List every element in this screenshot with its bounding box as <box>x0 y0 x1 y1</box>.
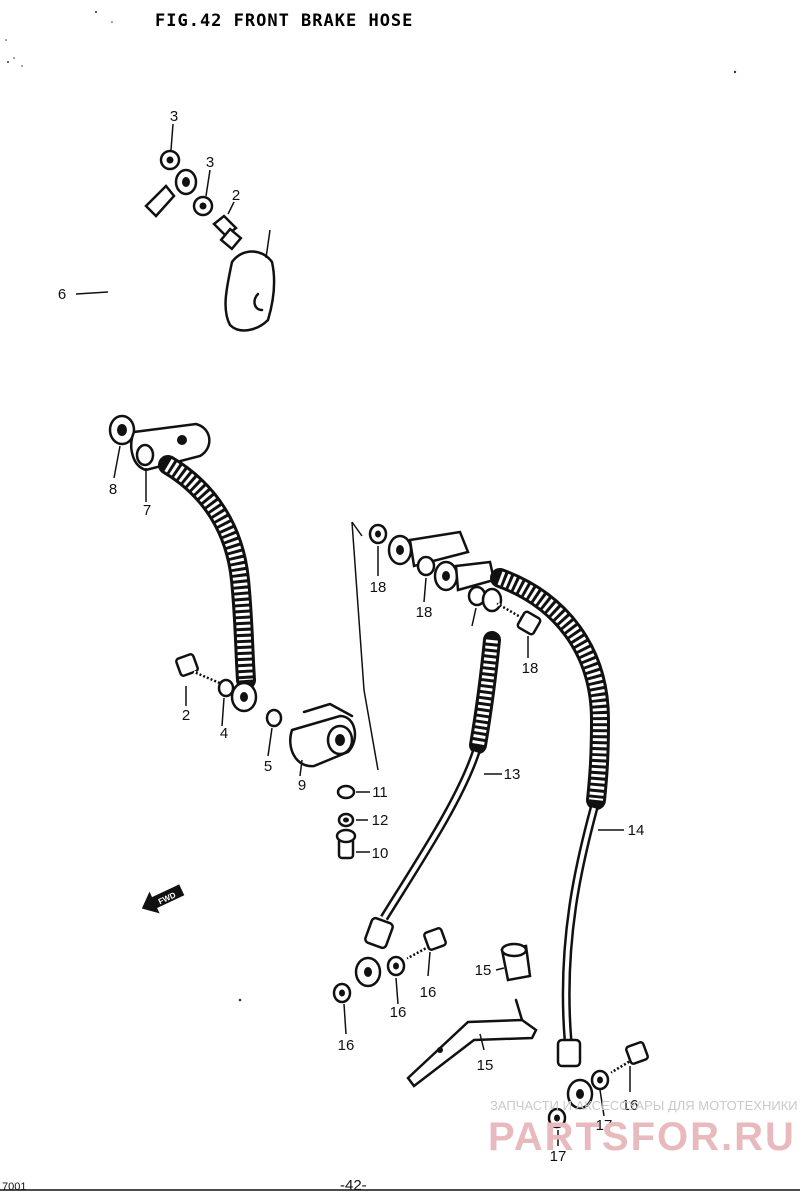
part-label: 14 <box>628 822 645 839</box>
part-label: 16 <box>420 984 437 1001</box>
ribbed-hose-upper <box>158 455 283 728</box>
part-label: 3 <box>206 154 214 171</box>
watermark-tagline: ЗАПЧАСТИ И АКСЕССУАРЫ ДЛЯ МОТОТЕХНИКИ <box>490 1098 798 1113</box>
part-labels: 3 3 2 6 8 7 2 4 5 9 11 12 10 18 18 18 13… <box>58 108 645 1165</box>
leader-lines <box>75 123 631 1146</box>
part-label: 18 <box>522 660 539 677</box>
hose-4-assembly <box>88 149 276 430</box>
hose-clip-14 <box>500 942 532 982</box>
upper-banjo-group <box>368 523 542 636</box>
part-label: 16 <box>338 1037 355 1054</box>
part-label: 10 <box>372 845 389 862</box>
part-label: 3 <box>170 108 178 125</box>
part-label: 17 <box>550 1148 567 1165</box>
forward-arrow-label: FWD <box>157 890 178 906</box>
scan-specks <box>5 11 737 1002</box>
part-label: 2 <box>182 707 190 724</box>
three-way-joint <box>289 702 357 768</box>
mount-hardware <box>335 784 357 860</box>
group-bracket-lines <box>351 521 379 771</box>
part-label: 9 <box>298 777 306 794</box>
part-label: 16 <box>390 1004 407 1021</box>
part-label: 15 <box>477 1057 494 1074</box>
hose-11 <box>354 631 501 988</box>
part-label: 18 <box>370 579 387 596</box>
part-label: 11 <box>372 784 388 801</box>
part-label: 17 <box>596 1117 613 1134</box>
part-label: 6 <box>58 286 66 303</box>
part-label: 8 <box>109 481 117 498</box>
part-label: 7 <box>143 502 151 519</box>
figure-title: FIG.42 FRONT BRAKE HOSE <box>155 11 413 31</box>
lower-right-hardware <box>547 1041 649 1129</box>
part-label: 2 <box>232 187 240 204</box>
part-label: 16 <box>622 1097 639 1114</box>
part-label: 12 <box>372 812 389 829</box>
watermark-logo: PARTSFOR.RU <box>488 1115 796 1159</box>
lower-left-hardware <box>332 927 447 1004</box>
forward-arrow-icon: FWD <box>141 884 185 914</box>
hose-12 <box>490 568 611 1110</box>
page-number: -42- <box>340 1177 367 1193</box>
part-label: 13 <box>504 766 521 783</box>
part-label: 4 <box>220 725 228 742</box>
page-margin-code: 7001 <box>2 1181 26 1193</box>
hose-bracket <box>108 414 211 472</box>
part-label: 15 <box>475 962 492 979</box>
bracket-13 <box>406 998 538 1088</box>
watermark: ЗАПЧАСТИ И АКСЕССУАРЫ ДЛЯ МОТОТЕХНИКИ PA… <box>488 1098 798 1159</box>
part-label: 18 <box>416 604 433 621</box>
part-label: 5 <box>264 758 272 775</box>
